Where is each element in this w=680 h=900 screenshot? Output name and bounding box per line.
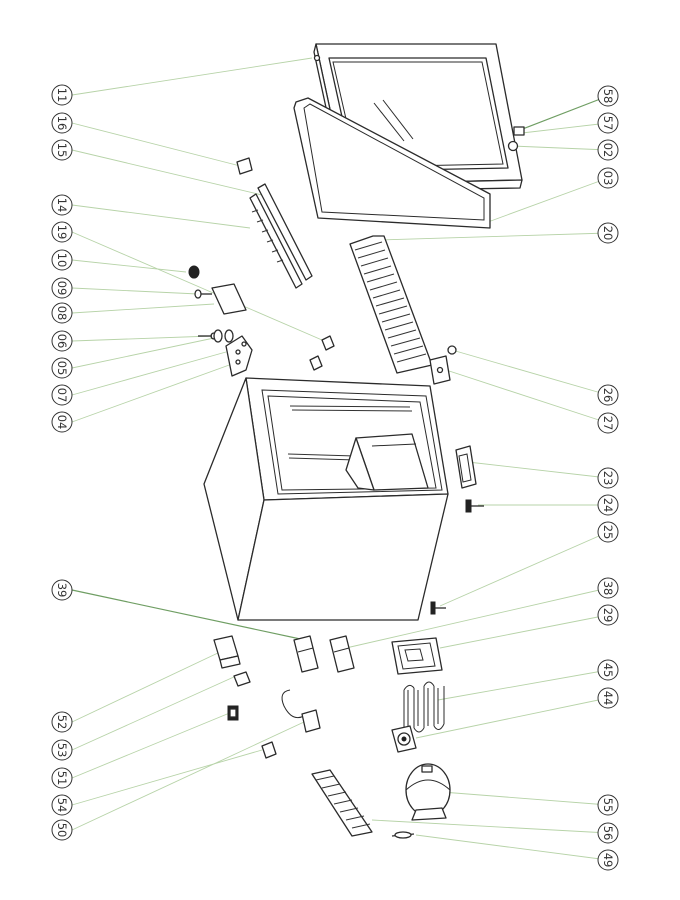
svg-text:38: 38 [601,581,615,596]
svg-text:05: 05 [55,361,69,376]
callout-50: 50 [51,819,73,841]
callout-51: 51 [51,767,73,789]
callout-54: 54 [51,794,73,816]
callout-25: 25 [597,521,619,543]
callout-05: 05 [51,357,73,379]
svg-text:29: 29 [601,608,615,623]
svg-text:27: 27 [601,416,615,431]
compressor [405,763,451,821]
callout-24: 24 [597,494,619,516]
svg-text:24: 24 [601,498,615,513]
svg-text:25: 25 [601,525,615,540]
thermostat-box [391,637,443,675]
callout-14: 14 [51,194,73,216]
svg-text:50: 50 [55,823,69,838]
callout-09: 09 [51,277,73,299]
svg-text:55: 55 [601,798,615,813]
callout-45: 45 [597,659,619,681]
callout-57: 57 [597,112,619,134]
callout-11: 11 [51,84,73,106]
callout-10: 10 [51,249,73,271]
callout-08: 08 [51,302,73,324]
door-gasket-frame [293,97,491,229]
callout-07: 07 [51,384,73,406]
callout-26: 26 [597,384,619,406]
svg-text:56: 56 [601,826,615,841]
wire-shelf [349,235,433,374]
svg-text:58: 58 [601,89,615,104]
svg-text:57: 57 [601,116,615,131]
svg-text:19: 19 [55,225,69,240]
rear-brackets [429,345,484,615]
callout-bubbles: 11 16 15 14 19 10 09 08 06 05 07 04 39 5… [51,84,619,871]
svg-text:06: 06 [55,334,69,349]
callout-49: 49 [597,849,619,871]
callout-55: 55 [597,794,619,816]
svg-text:02: 02 [601,143,615,158]
callout-56: 56 [597,822,619,844]
callout-23: 23 [597,467,619,489]
callout-19: 19 [51,221,73,243]
wire-condenser-grid [311,769,373,837]
svg-text:49: 49 [601,853,615,868]
svg-text:52: 52 [55,715,69,730]
svg-text:15: 15 [55,143,69,158]
svg-text:11: 11 [55,88,69,103]
callout-04: 04 [51,411,73,433]
small-fittings [188,265,335,377]
callout-03: 03 [597,167,619,189]
callout-29: 29 [597,604,619,626]
callout-15: 15 [51,139,73,161]
svg-text:08: 08 [55,306,69,321]
callout-16: 16 [51,112,73,134]
svg-text:20: 20 [601,226,615,241]
svg-text:53: 53 [55,743,69,758]
callout-52: 52 [51,711,73,733]
callout-53: 53 [51,739,73,761]
svg-text:51: 51 [55,771,69,786]
svg-text:09: 09 [55,281,69,296]
svg-text:04: 04 [55,415,69,430]
callout-58: 58 [597,85,619,107]
svg-text:14: 14 [55,198,69,213]
svg-text:45: 45 [601,663,615,678]
filter-drier [391,831,415,839]
callout-27: 27 [597,412,619,434]
condenser-coil [403,681,445,733]
cabinet-body [203,377,449,621]
leader-lines [71,57,609,861]
svg-text:10: 10 [55,253,69,268]
fan-motor [391,725,417,753]
callout-39: 39 [51,579,73,601]
electrical-parts [213,635,321,759]
callout-20: 20 [597,222,619,244]
cabinet-feet [293,635,355,673]
svg-text:03: 03 [601,171,615,186]
svg-text:44: 44 [601,691,615,706]
svg-text:07: 07 [55,388,69,403]
hinge-rail [236,157,313,289]
callout-44: 44 [597,687,619,709]
callout-38: 38 [597,577,619,599]
svg-text:23: 23 [601,471,615,486]
svg-text:26: 26 [601,388,615,403]
svg-text:54: 54 [55,798,69,813]
callout-02: 02 [597,139,619,161]
callout-06: 06 [51,330,73,352]
svg-text:16: 16 [55,116,69,131]
svg-text:39: 39 [55,583,69,598]
